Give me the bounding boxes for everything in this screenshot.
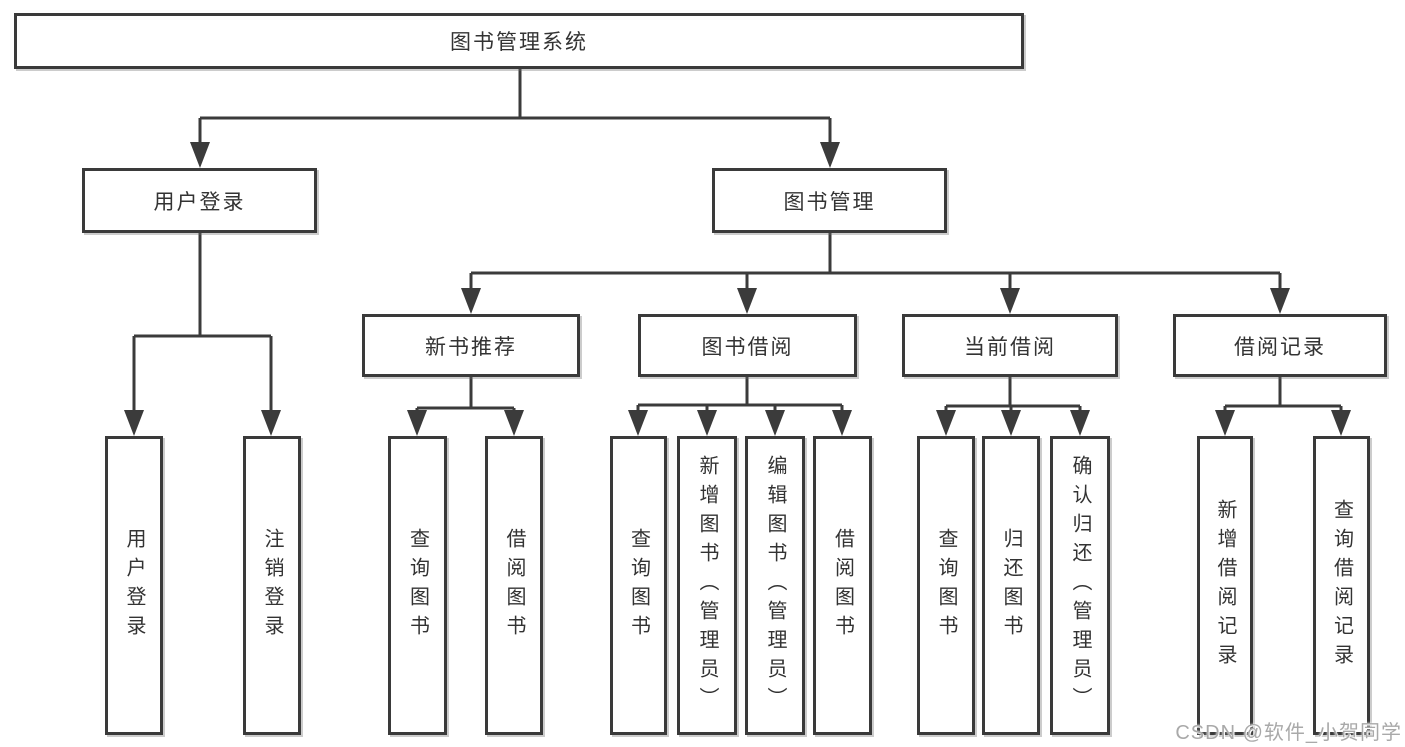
node-label: 查询图书 <box>406 527 429 644</box>
node-book-borrow: 图书借阅 <box>638 314 857 377</box>
node-label: 图书管理 <box>783 190 876 214</box>
connector-management-to-level3 <box>461 233 1290 314</box>
connector-recommend-to-leaves <box>407 377 524 436</box>
node-label: 编辑图书（管理员） <box>764 455 786 716</box>
node-label: 确认归还（管理员） <box>1069 455 1091 716</box>
connector-login-to-leaves <box>124 233 281 436</box>
node-borrow-records: 借阅记录 <box>1173 314 1387 377</box>
leaf-query-books-recommend: 查询图书 <box>388 436 447 735</box>
leaf-confirm-return-admin: 确认归还（管理员） <box>1050 436 1110 735</box>
node-label: 用户登录 <box>153 190 246 214</box>
node-label: 图书管理系统 <box>450 31 588 54</box>
leaf-user-login: 用户登录 <box>105 436 163 735</box>
node-new-book-recommend: 新书推荐 <box>362 314 580 377</box>
node-label: 查询图书 <box>935 527 957 644</box>
leaf-add-borrow-record: 新增借阅记录 <box>1197 436 1253 735</box>
leaf-add-books-admin: 新增图书（管理员） <box>677 436 737 735</box>
node-label: 当前借阅 <box>964 335 1056 359</box>
node-label: 查询图书 <box>627 527 650 644</box>
connector-root-to-level2 <box>190 69 840 168</box>
leaf-logout: 注销登录 <box>243 436 301 735</box>
leaf-borrow-books: 借阅图书 <box>813 436 872 735</box>
leaf-edit-books-admin: 编辑图书（管理员） <box>745 436 805 735</box>
leaf-return-books: 归还图书 <box>982 436 1040 735</box>
node-label: 借阅图书 <box>503 527 525 644</box>
node-label: 借阅记录 <box>1234 335 1326 359</box>
node-library-management-system: 图书管理系统 <box>14 13 1024 69</box>
node-current-borrow: 当前借阅 <box>902 314 1118 377</box>
node-label: 新增图书（管理员） <box>696 455 718 716</box>
node-label: 归还图书 <box>1000 527 1022 644</box>
connector-borrow-to-leaves <box>628 377 852 436</box>
leaf-query-borrow-record: 查询借阅记录 <box>1313 436 1370 735</box>
leaf-borrow-books-recommend: 借阅图书 <box>485 436 543 735</box>
node-label: 新增借阅记录 <box>1214 498 1236 673</box>
node-label: 注销登录 <box>261 527 283 644</box>
connector-current-to-leaves <box>936 377 1090 436</box>
node-label: 图书借阅 <box>701 335 794 359</box>
node-label: 借阅图书 <box>831 527 854 644</box>
node-user-login: 用户登录 <box>82 168 317 233</box>
leaf-query-books-borrow: 查询图书 <box>610 436 667 735</box>
node-label: 用户登录 <box>123 527 145 644</box>
csdn-watermark: CSDN @软件_小贺同学 <box>1175 722 1402 744</box>
leaf-query-books-current: 查询图书 <box>917 436 975 735</box>
node-book-management: 图书管理 <box>712 168 947 233</box>
node-label: 查询借阅记录 <box>1330 498 1353 673</box>
node-label: 新书推荐 <box>425 335 517 359</box>
connector-records-to-leaves <box>1215 377 1351 436</box>
